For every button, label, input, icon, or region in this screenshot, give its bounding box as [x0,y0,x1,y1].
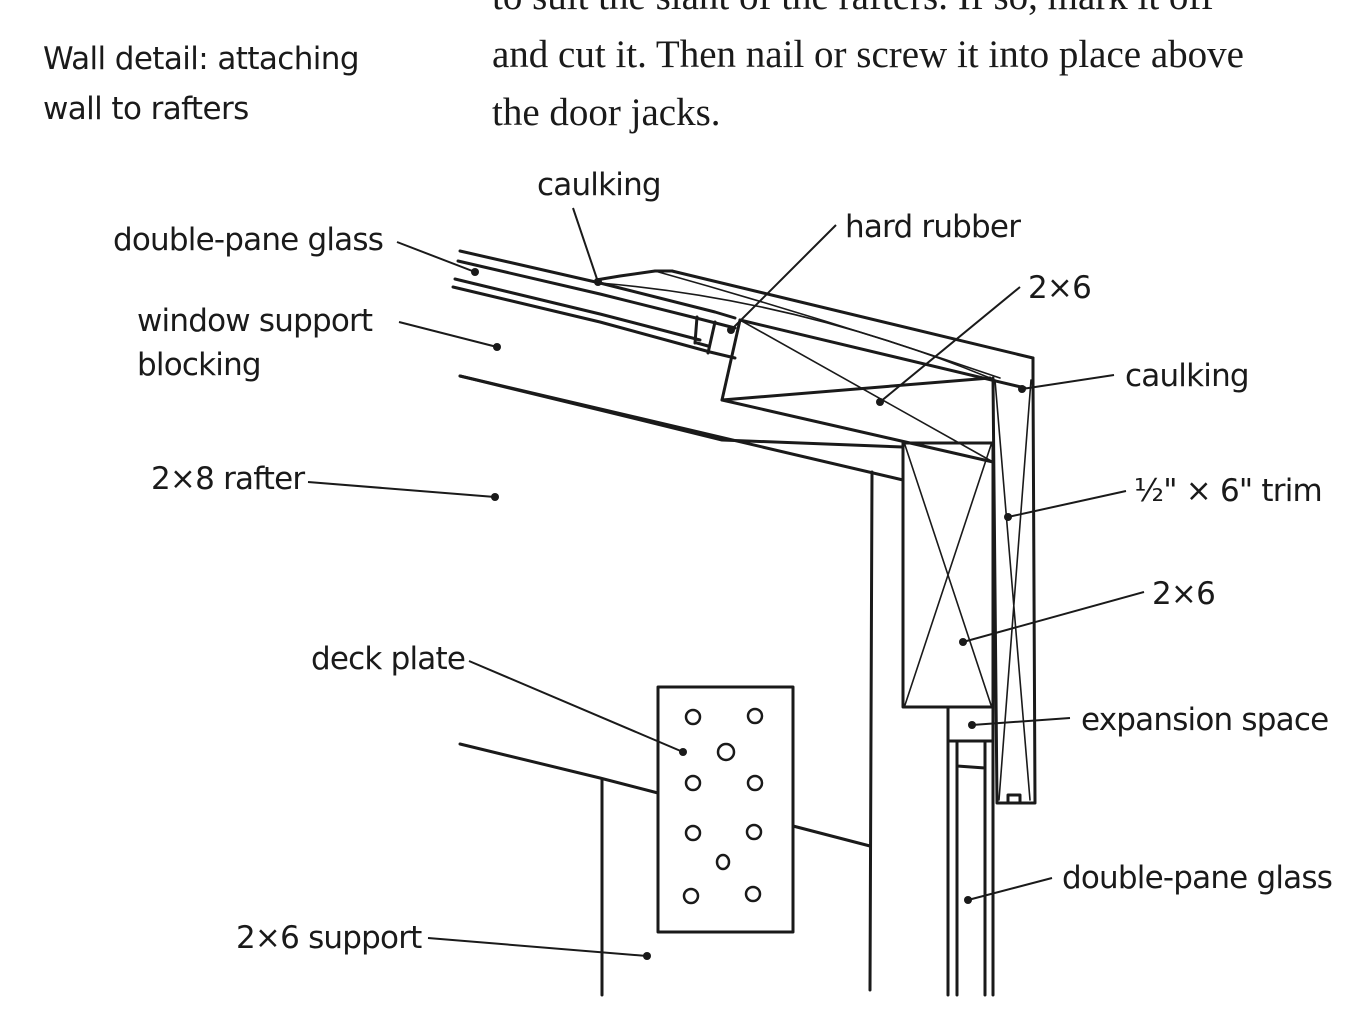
leader-window-support [398,321,498,348]
diagram-labels: caulking hard rubber double-pane glass 2… [113,167,1333,956]
label-rafter: 2×8 rafter [151,461,305,497]
glass-pane-3 [453,277,702,342]
vertical-2x6-x [904,444,992,706]
label-2x6-top: 2×6 [1028,270,1091,306]
leader-deck-plate [468,660,684,753]
plate-hole [746,774,764,792]
leader-2x6-top [879,286,1021,403]
body-line-3: the door jacks. [492,91,721,134]
leader-dot [594,278,602,286]
plate-hole [745,823,763,841]
label-support: 2×6 support [236,920,422,956]
caulking-curve-2 [654,270,1001,379]
cap-board-lower-edge [738,318,1027,390]
leader-expansion-space [971,717,1071,726]
glass-pane-top [458,249,737,320]
roof-glazing-assembly [451,249,1035,482]
leader-dot [727,326,735,334]
glass-stop [693,315,717,355]
caulking-bead-top [594,269,674,282]
leader-dot [1018,385,1026,393]
label-double-pane-glass-bottom: double-pane glass [1062,860,1332,896]
label-expansion-space: expansion space [1081,702,1328,738]
leader-dot [643,952,651,960]
leader-lines [307,207,1145,960]
plate-hole [715,853,731,871]
leader-trim [1007,490,1127,518]
leader-hard-rubber [730,224,837,331]
label-hard-rubber: hard rubber [845,209,1021,245]
label-window-support-1: window support [137,303,373,339]
plate-hole [744,885,762,903]
leader-double-pane-bottom [967,877,1053,901]
plate-hole [684,774,702,792]
label-deck-plate: deck plate [311,641,465,677]
leader-caulking-top [572,207,599,283]
glass-pane-2 [456,259,737,330]
deck-plate [656,685,795,934]
body-line-1: to suit the slant of the rafters. If so,… [492,0,1352,26]
leader-rafter [307,481,496,498]
angled-block-diagonal [739,319,994,463]
leader-dot [679,748,687,756]
label-caulking-top: caulking [537,167,661,203]
plate-hole [746,707,764,725]
body-paragraph: to suit the slant of the rafters. If so,… [492,0,1352,142]
plate-hole [716,742,736,762]
label-caulking-right: caulking [1125,358,1249,394]
rafter-lower-line [458,374,905,482]
deck-plate-outline [656,685,795,934]
leader-dot [876,398,884,406]
figure-caption: Wall detail: attaching wall to rafters [43,34,463,134]
plate-hole [684,824,702,842]
label-double-pane-glass-top: double-pane glass [113,222,383,258]
trim-notch [1006,793,1022,805]
leader-2x6-right [962,591,1145,643]
cap-board-top-edge [670,269,1035,360]
leader-dot [1004,513,1012,521]
leader-dot [959,638,967,646]
trim-x [994,379,1032,801]
leader-dot [964,896,972,904]
lower-glass-frame [946,739,995,997]
trim-outline [991,376,1037,805]
leader-caulking-right [1021,374,1115,390]
leader-dot [491,493,499,501]
glass-pane-4 [451,285,737,360]
rafter-top-edge [458,374,905,449]
lower-beam-right [791,824,872,848]
caption-line-2: wall to rafters [43,91,249,127]
plate-hole [684,708,702,726]
body-line-2: and cut it. Then nail or screw it into p… [492,33,1244,76]
plate-hole [682,887,700,905]
label-trim: ½" × 6" trim [1134,473,1322,509]
wall-inner-line [868,470,874,992]
leader-dot [471,268,479,276]
rafter-bottom [720,398,995,464]
label-window-support-2: blocking [137,347,261,383]
leader-dot [968,721,976,729]
wall-assembly [458,376,1037,997]
leader-dot [493,343,501,351]
caption-line-1: Wall detail: attaching [43,41,360,77]
label-2x6-right: 2×6 [1152,576,1215,612]
leader-double-pane-top [396,241,476,273]
lower-beam [458,742,660,795]
leader-support [427,937,648,957]
